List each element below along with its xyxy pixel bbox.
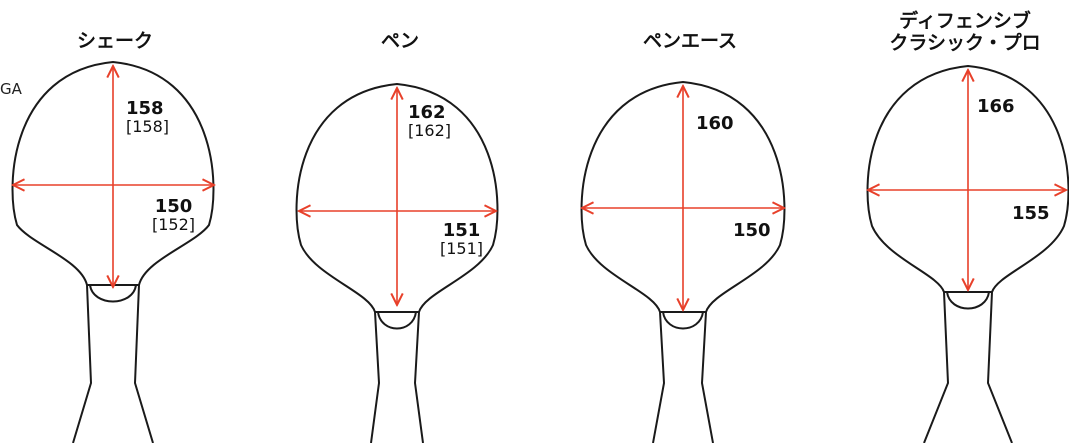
defensive-width-value: 155 — [1012, 203, 1050, 224]
pen-length-label: 162 [162] — [408, 104, 451, 140]
pen-ace-width-label: 150 — [733, 222, 771, 240]
shake-handle-cap — [87, 284, 139, 303]
title-pen: ペン — [360, 30, 440, 52]
shake-length-sub: [158] — [126, 117, 170, 136]
defensive-handle-cap — [944, 291, 992, 310]
title-defensive: ディフェンシブ クラシック・プロ — [880, 10, 1050, 54]
edge-label: GA — [0, 80, 22, 98]
title-shake: シェーク — [60, 30, 170, 52]
pen-handle-outline — [370, 311, 424, 443]
pen-ace-blade-outline — [580, 80, 786, 313]
title-defensive-line-1: ディフェンシブ — [899, 10, 1031, 32]
shake-length-label: 158 [158] — [126, 100, 169, 136]
pen-handle-cap — [375, 311, 419, 330]
defensive-length-value: 166 — [977, 96, 1015, 117]
pen-ace-handle-cap — [660, 311, 706, 330]
pen-length-sub: [162] — [408, 121, 452, 140]
pen-length-value: 162 — [408, 102, 446, 123]
pen-ace-width-value: 150 — [733, 220, 771, 241]
title-pen-ace-line-1: ペンエース — [642, 30, 738, 52]
pen-ace-length-value: 160 — [696, 113, 734, 134]
pen-ace-handle-outline — [652, 311, 714, 443]
defensive-length-label: 166 — [977, 98, 1015, 116]
shake-handle-outline — [72, 284, 154, 443]
shake-blade-outline — [11, 60, 215, 286]
pen-blade-outline — [295, 82, 499, 313]
pen-width-sub: [151] — [440, 239, 484, 258]
pen-ace-length-label: 160 — [696, 115, 734, 133]
shake-width-value: 150 — [154, 196, 193, 217]
defensive-handle-outline — [923, 291, 1013, 443]
defensive-blade-outline — [866, 64, 1069, 293]
title-shake-line-1: シェーク — [76, 30, 153, 52]
title-pen-line-1: ペン — [380, 30, 419, 52]
pen-width-label: 151 [151] — [440, 222, 483, 258]
pen-width-value: 151 — [442, 220, 481, 241]
title-defensive-line-2: クラシック・プロ — [889, 32, 1041, 54]
shake-width-sub: [152] — [152, 215, 196, 234]
title-pen-ace: ペンエース — [630, 30, 750, 52]
shake-length-value: 158 — [126, 98, 164, 119]
shake-width-label: 150 [152] — [152, 198, 195, 234]
defensive-width-label: 155 — [1012, 205, 1050, 223]
